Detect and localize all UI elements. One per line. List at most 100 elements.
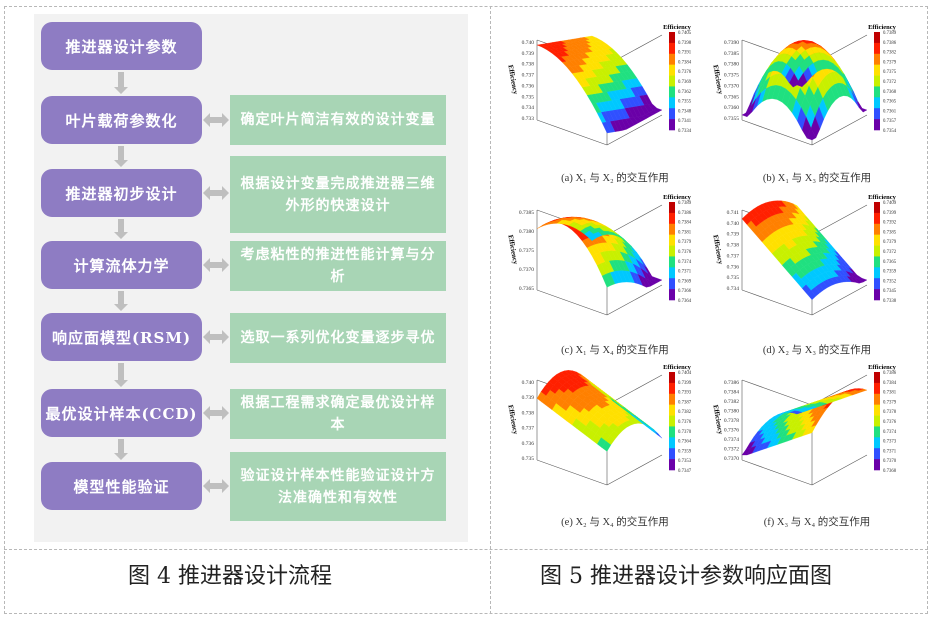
colorbar-swatch <box>669 256 675 268</box>
colorbar-tick-label: 0.7379 <box>678 240 692 245</box>
figure5-caption: 图 5 推进器设计参数响应面图 <box>540 564 832 589</box>
axis-line <box>741 289 813 316</box>
z-axis-label: Efficiency <box>506 404 519 435</box>
colorbar-swatch <box>874 223 880 235</box>
surface <box>741 40 868 141</box>
z-tick-label: 0.7380 <box>519 229 534 235</box>
colorbar-tick-label: 0.7370 <box>883 459 897 464</box>
colorbar-title: Efficiency <box>868 24 897 31</box>
flow-step-6: 最优设计样本(CCD) <box>41 389 202 437</box>
colorbar-swatch <box>874 212 880 225</box>
colorbar-swatch <box>874 404 880 416</box>
flow-note-5: 根据工程需求确定最优设计样本 <box>230 389 446 439</box>
colorbar-swatch <box>669 393 675 405</box>
colorbar-tick-label: 0.7399 <box>883 211 897 216</box>
flow-note-6: 验证设计样本性能验证设计方法准确性和有效性 <box>230 452 446 521</box>
z-tick-label: 0.7370 <box>519 267 534 273</box>
colorbar: Efficiency0.74040.73990.73930.73870.7382… <box>663 364 692 474</box>
down-arrow-icon <box>113 363 129 387</box>
colorbar-title: Efficiency <box>663 24 692 31</box>
double-arrow-icon <box>203 184 229 202</box>
colorbar: Efficiency0.74090.73990.73920.73850.7379… <box>868 194 897 304</box>
colorbar-tick-label: 0.7359 <box>883 270 897 275</box>
colorbar-tick-label: 0.7404 <box>678 371 692 376</box>
z-tick-label: 0.740 <box>522 40 535 46</box>
colorbar-swatch <box>669 245 675 257</box>
surface-patch <box>652 429 663 439</box>
colorbar-swatch <box>669 372 675 384</box>
z-tick-label: 0.7376 <box>724 428 739 434</box>
colorbar-swatch <box>874 372 880 384</box>
surface-patch <box>741 106 752 117</box>
surface <box>536 370 663 452</box>
colorbar-swatch <box>874 426 880 438</box>
colorbar-swatch <box>874 448 880 460</box>
colorbar-swatch <box>669 86 675 98</box>
z-tick-label: 0.736 <box>522 83 535 89</box>
axis-line <box>606 284 663 316</box>
surface-patch <box>741 214 752 225</box>
colorbar-swatch <box>874 234 880 246</box>
surface-patch <box>536 223 546 229</box>
z-tick-label: 0.734 <box>727 286 740 292</box>
colorbar-tick-label: 0.7389 <box>883 31 897 36</box>
colorbar-tick-label: 0.7369 <box>678 80 692 85</box>
colorbar-swatch <box>874 97 880 109</box>
colorbar-tick-label: 0.7379 <box>883 60 897 65</box>
subplot-caption-b: (b) X₁ 与 X₃ 的交互作用 <box>762 173 872 184</box>
z-tick-label: 0.737 <box>522 426 535 432</box>
colorbar-tick-label: 0.7378 <box>883 410 897 415</box>
colorbar-swatch <box>669 278 675 290</box>
surface-patch <box>536 391 547 403</box>
colorbar-tick-label: 0.7379 <box>883 400 897 405</box>
z-axis-label: Efficiency <box>711 234 724 265</box>
z-tick-label: 0.7355 <box>724 116 739 122</box>
z-tick-label: 0.738 <box>522 62 535 68</box>
flow-step-3: 推进器初步设计 <box>41 169 202 217</box>
colorbar-tick-label: 0.7355 <box>678 100 692 105</box>
colorbar-tick-label: 0.7376 <box>678 250 692 255</box>
z-axis-label: Efficiency <box>711 64 724 95</box>
z-tick-label: 0.7384 <box>724 390 739 396</box>
colorbar-tick-label: 0.7393 <box>678 391 692 396</box>
surface <box>741 388 868 456</box>
surface-patch <box>642 422 653 431</box>
z-tick-label: 0.735 <box>727 275 740 281</box>
z-tick-label: 0.735 <box>522 456 535 462</box>
colorbar-title: Efficiency <box>868 364 897 371</box>
colorbar-swatch <box>669 202 675 214</box>
surface <box>741 200 868 301</box>
surface <box>536 35 663 134</box>
figure-frame <box>4 6 928 614</box>
colorbar-swatch <box>874 53 880 65</box>
axis-line <box>811 454 868 486</box>
colorbar-swatch <box>669 97 675 109</box>
colorbar-tick-label: 0.7370 <box>678 430 692 435</box>
colorbar-tick-label: 0.7392 <box>883 221 897 226</box>
colorbar-tick-label: 0.7389 <box>678 201 692 206</box>
colorbar-tick-label: 0.7376 <box>883 420 897 425</box>
down-arrow-icon <box>113 439 129 460</box>
colorbar-swatch <box>874 108 880 120</box>
colorbar-tick-label: 0.7366 <box>678 289 692 294</box>
colorbar-tick-label: 0.7364 <box>678 440 692 445</box>
z-tick-label: 0.740 <box>522 380 535 386</box>
flow-note-3: 考虑粘性的推进性能计算与分析 <box>230 241 446 291</box>
axis-line <box>811 284 868 316</box>
z-tick-label: 0.740 <box>727 221 740 227</box>
colorbar-swatch <box>874 256 880 268</box>
colorbar-title: Efficiency <box>663 194 692 201</box>
colorbar-tick-label: 0.7387 <box>678 400 692 405</box>
colorbar-tick-label: 0.7381 <box>883 391 897 396</box>
z-tick-label: 0.7378 <box>724 418 739 424</box>
double-arrow-icon <box>203 256 229 274</box>
colorbar-tick-label: 0.7359 <box>678 449 692 454</box>
colorbar-swatch <box>669 119 675 131</box>
colorbar-tick-label: 0.7381 <box>678 230 692 235</box>
colorbar-swatch <box>874 278 880 290</box>
flow-note-2: 根据设计变量完成推进器三维外形的快速设计 <box>230 156 446 233</box>
z-tick-label: 0.736 <box>727 264 740 270</box>
